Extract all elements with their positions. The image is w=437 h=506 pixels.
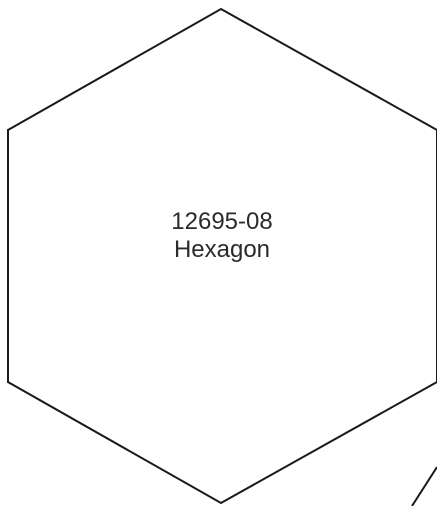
shape-code: 12695-08 (171, 208, 273, 235)
adjacent-hexagon-edge (411, 466, 437, 506)
hexagon-outline (7, 7, 437, 505)
hexagon-label: 12695-08 Hexagon (92, 208, 352, 264)
shape-name: Hexagon (173, 236, 271, 263)
